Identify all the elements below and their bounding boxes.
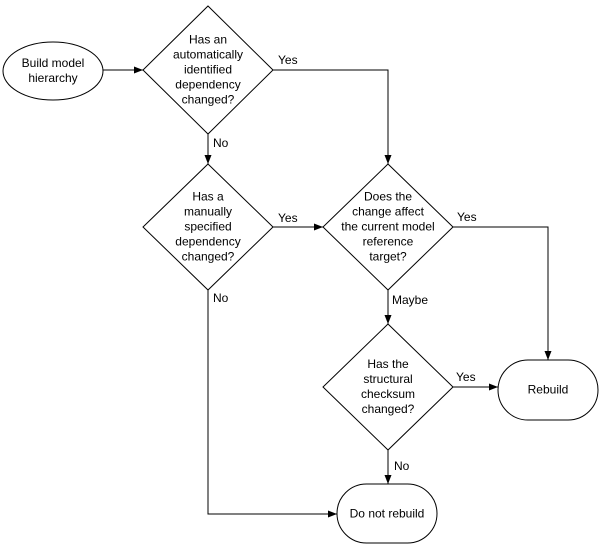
node-rebuild-label: Rebuild <box>527 382 569 397</box>
edge-label-checksum-yes: Yes <box>455 370 477 384</box>
node-start-label: Build model hierarchy <box>21 56 85 85</box>
node-manual-dependency-label: Has a manually specified dependency chan… <box>175 189 241 264</box>
edge-label-affects-maybe: Maybe <box>391 293 430 307</box>
node-structural-checksum-label: Has the structural checksum changed? <box>360 357 416 416</box>
node-affects-target-label: Does the change affect the current model… <box>341 189 435 264</box>
edge-label-manual-no: No <box>212 291 230 305</box>
edge-affects-yes-to-rebuild <box>453 226 552 360</box>
edge-label-checksum-no: No <box>393 459 411 473</box>
edge-label-auto-yes: Yes <box>277 53 299 67</box>
node-start-shape <box>2 41 104 101</box>
edge-label-manual-yes: Yes <box>277 211 299 225</box>
edge-label-auto-no: No <box>212 136 230 150</box>
node-auto-dependency-label: Has an automatically identified dependen… <box>172 32 244 107</box>
node-do-not-rebuild-label: Do not rebuild <box>349 506 425 521</box>
edge-auto-yes-to-affects <box>273 69 392 164</box>
edge-manual-no-to-do-not-rebuild <box>207 290 337 518</box>
edge-label-affects-yes: Yes <box>456 210 478 224</box>
